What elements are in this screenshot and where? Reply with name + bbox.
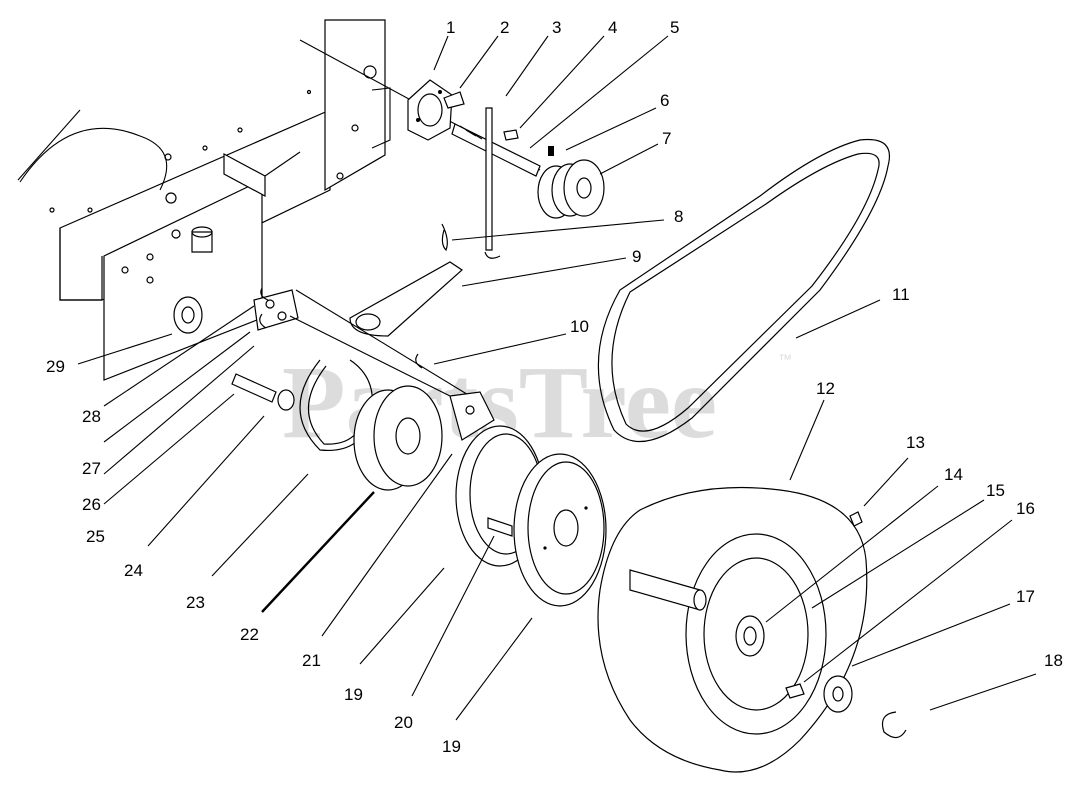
callout-20: 20 <box>394 713 413 732</box>
idler-arm <box>253 289 495 441</box>
brake-drum-22 <box>353 385 443 491</box>
grease-fitting-16 <box>785 683 805 699</box>
callout-16: 16 <box>1016 499 1035 518</box>
callout-2: 2 <box>500 18 509 37</box>
watermark-trademark: ™ <box>778 351 792 367</box>
callout-22: 22 <box>240 625 259 644</box>
callout-6: 6 <box>660 91 669 110</box>
retaining-clips <box>259 287 423 369</box>
callout-3: 3 <box>552 18 561 37</box>
callout-26: 26 <box>82 495 101 514</box>
callout-11: 11 <box>892 285 910 304</box>
callout-7: 7 <box>662 129 671 148</box>
retaining-ring-18 <box>881 711 907 739</box>
callout-4: 4 <box>608 18 617 37</box>
callout-19-lower: 19 <box>442 737 461 756</box>
bearing-14 <box>735 615 765 657</box>
callout-17: 17 <box>1016 587 1035 606</box>
washer-25 <box>277 389 295 411</box>
bearing-assembly <box>299 39 541 171</box>
callout-13: 13 <box>906 433 925 452</box>
callout-10: 10 <box>570 317 589 336</box>
setscrew-6 <box>548 146 554 156</box>
bellcrank-9 <box>349 261 463 337</box>
v-belt-11 <box>597 138 890 443</box>
callout-9: 9 <box>632 247 641 266</box>
shaft <box>451 107 541 259</box>
callout-5: 5 <box>670 18 679 37</box>
callout-21: 21 <box>302 651 321 670</box>
callout-8: 8 <box>674 207 683 226</box>
callout-23: 23 <box>186 593 205 612</box>
callout-25: 25 <box>86 527 105 546</box>
callout-28: 28 <box>82 407 101 426</box>
grease-fitting-13 <box>849 511 863 527</box>
wheel-pulley-19-b <box>513 453 607 607</box>
callout-27: 27 <box>82 459 101 478</box>
spacer-20 <box>487 517 513 537</box>
callout-19-upper: 19 <box>344 685 363 704</box>
callout-24: 24 <box>124 561 143 580</box>
tire-12 <box>597 486 868 773</box>
axle <box>629 569 707 611</box>
callout-29: 29 <box>46 357 65 376</box>
pulley-spacer-29 <box>173 296 203 334</box>
frame-deck <box>17 19 391 381</box>
callout-15: 15 <box>986 481 1005 500</box>
key-4 <box>503 129 519 141</box>
bolt-24 <box>231 373 277 403</box>
callout-18: 18 <box>1044 651 1063 670</box>
leader-lines <box>77 35 1037 721</box>
callout-12: 12 <box>816 379 835 398</box>
hairpin-clip-8 <box>441 223 448 252</box>
washer-17 <box>823 675 853 713</box>
callout-numbers: 1 2 3 4 5 6 7 8 9 10 11 12 13 14 15 16 1… <box>46 18 1063 756</box>
callout-14: 14 <box>944 465 963 484</box>
bolt-2 <box>443 91 465 109</box>
drive-pulley-7 <box>537 159 605 219</box>
callout-1: 1 <box>446 18 455 37</box>
